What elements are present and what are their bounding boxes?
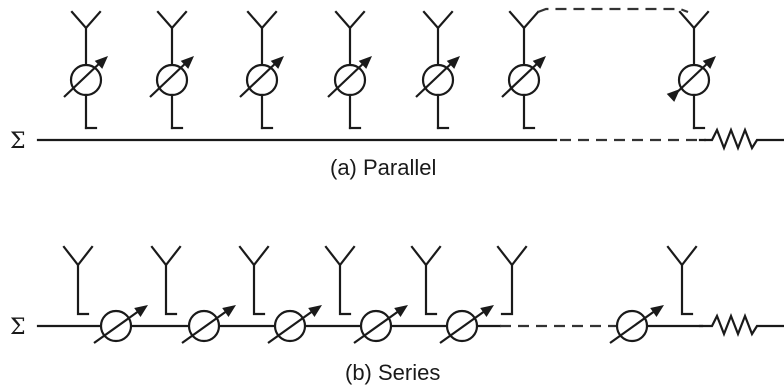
- antenna-icon: [156, 10, 188, 30]
- series-antenna: [496, 245, 528, 316]
- antenna-icon: [496, 245, 528, 267]
- phase-shifter-icon: [507, 63, 541, 97]
- antenna-icon: [246, 10, 278, 30]
- series-phase-shifter: [353, 300, 412, 344]
- series-antenna: [666, 245, 698, 316]
- parallel-element: [666, 10, 720, 130]
- parallel-termination-resistor: [698, 126, 784, 152]
- antenna-icon: [150, 245, 182, 267]
- series-phase-shifter: [439, 300, 498, 344]
- antenna-icon: [508, 10, 540, 30]
- series-antenna: [238, 245, 270, 316]
- phase-shifter-icon: [421, 63, 455, 97]
- parallel-element-gap-dashed: [537, 7, 689, 14]
- antenna-icon: [678, 10, 710, 30]
- series-antenna: [324, 245, 356, 316]
- phase-shifter-icon: [155, 63, 189, 97]
- series-antenna: [410, 245, 442, 316]
- series-phase-shifter: [267, 300, 326, 344]
- series-phase-shifter: [609, 300, 668, 344]
- parallel-sum-symbol: Σ: [10, 129, 26, 154]
- series-feed-network: Σ: [10, 245, 784, 385]
- parallel-feed-network: Σ: [10, 7, 784, 180]
- series-phase-shifter: [181, 300, 240, 344]
- series-caption: (b) Series: [345, 360, 440, 385]
- series-sum-symbol: Σ: [10, 315, 26, 340]
- antenna-icon: [410, 245, 442, 267]
- antenna-icon: [62, 245, 94, 267]
- antenna-icon: [666, 245, 698, 267]
- parallel-element: [415, 10, 464, 130]
- parallel-element: [501, 10, 550, 130]
- series-antenna: [62, 245, 94, 316]
- parallel-element: [63, 10, 112, 130]
- antenna-icon: [324, 245, 356, 267]
- phase-shifter-icon: [333, 63, 367, 97]
- antenna-icon: [238, 245, 270, 267]
- parallel-element: [327, 10, 376, 130]
- antenna-icon: [70, 10, 102, 30]
- antenna-icon: [422, 10, 454, 30]
- parallel-element: [149, 10, 198, 130]
- series-phase-shifter: [93, 300, 152, 344]
- parallel-caption: (a) Parallel: [330, 155, 436, 180]
- antenna-icon: [334, 10, 366, 30]
- phase-shifter-icon: [677, 63, 711, 97]
- parallel-element: [239, 10, 288, 130]
- series-termination-resistor: [698, 312, 784, 338]
- phase-shifter-icon: [69, 63, 103, 97]
- phase-shifter-icon: [245, 63, 279, 97]
- series-antenna: [150, 245, 182, 316]
